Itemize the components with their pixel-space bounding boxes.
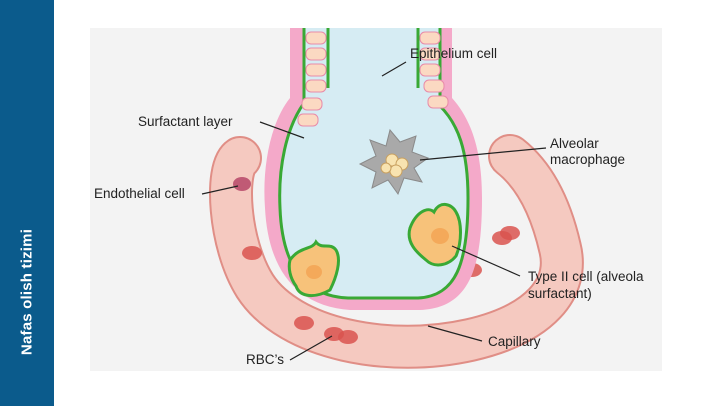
epithelium-line-inner [326, 28, 420, 88]
sidebar-title: Nafas olish tizimi [18, 228, 36, 356]
rbc [500, 226, 520, 240]
alveolus-svg: Epithelium cell Surfactant layer Alveola… [94, 28, 644, 369]
rbc [242, 246, 262, 260]
label-epithelium-cell: Epithelium cell [410, 46, 497, 61]
leader-rbc [289, 335, 333, 361]
macrophage-granule [380, 162, 392, 174]
label-rbcs: RBC’s [246, 352, 284, 367]
macrophage-granule [389, 164, 403, 178]
label-surfactant-layer: Surfactant layer [138, 114, 233, 129]
alveolus-diagram: Epithelium cell Surfactant layer Alveola… [90, 28, 662, 371]
epithelium-line [278, 28, 470, 300]
label-capillary: Capillary [488, 334, 541, 349]
sidebar: Nafas olish tizimi [0, 0, 54, 406]
leader-surfactant [259, 121, 305, 139]
epithelium-cells-right [419, 31, 449, 109]
rbc [233, 177, 251, 191]
rbc [294, 316, 314, 330]
label-type-ii-cell-1: Type II cell (alveola [528, 269, 644, 284]
leader-endothelial [201, 185, 239, 195]
type-ii-nucleus [431, 228, 449, 244]
leader-capillary [427, 325, 483, 342]
leader-epithelium [381, 61, 407, 77]
label-alveolar-macrophage-1: Alveolar [550, 136, 599, 151]
capillary-lumen [211, 136, 582, 367]
leader-type2 [451, 245, 521, 277]
label-alveolar-macrophage-2: macrophage [550, 152, 625, 167]
type-ii-nucleus [306, 265, 322, 279]
leader-macrophage [419, 147, 547, 161]
label-type-ii-cell-2: surfactant) [528, 286, 592, 301]
rbc [338, 330, 358, 344]
epithelium-cells-left [297, 31, 327, 127]
label-endothelial-cell: Endothelial cell [94, 186, 185, 201]
